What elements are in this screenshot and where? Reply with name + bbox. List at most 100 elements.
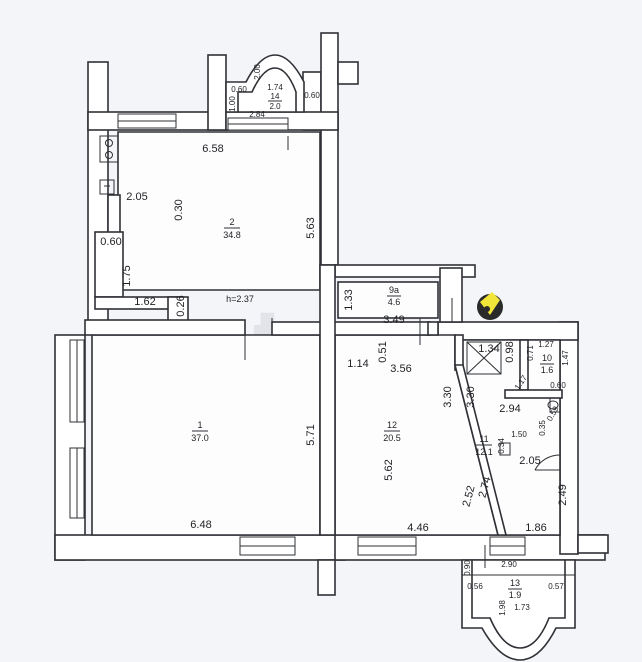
- dim-1-14: 1.14: [347, 358, 368, 370]
- room-labels: 2 34.8 1 37.0 12 20.5 11 12.1 9а 4.6 10 …: [191, 92, 554, 600]
- basin-icon: [499, 442, 511, 456]
- dim-3-49: 3.49: [383, 314, 404, 326]
- dim-0-30: 0.30: [173, 199, 185, 220]
- partition-wc-bottom: [504, 389, 563, 399]
- dim-6-48: 6.48: [190, 519, 211, 531]
- wall-riser-stub: [337, 61, 359, 85]
- dim-2-05-room2: 2.05: [126, 191, 147, 203]
- room-14-number: 14: [271, 92, 280, 101]
- dim-1-34: 1.34: [478, 343, 499, 355]
- room-1-area: 37.0: [191, 433, 209, 443]
- dim-1-86: 1.86: [525, 522, 546, 534]
- balcony-13-outline: [461, 559, 576, 661]
- dim-5-63: 5.63: [305, 217, 317, 238]
- toilet-icon: [547, 397, 561, 413]
- dim-3-30-right: 3.30: [465, 386, 477, 407]
- dim-4-46: 4.46: [407, 522, 428, 534]
- partition-column: [94, 231, 124, 298]
- dim-3-30-left: 3.30: [442, 386, 454, 407]
- location-marker-icon: [477, 292, 503, 320]
- windows: [69, 113, 526, 556]
- dim-1-47: 1.47: [561, 350, 570, 366]
- dim-2-05-room11: 2.05: [519, 455, 540, 467]
- dim-2-84: 2.84: [249, 110, 265, 119]
- room-2-area: 34.8: [223, 230, 241, 240]
- room-2-number: 2: [229, 217, 234, 227]
- room-1-number: 1: [197, 420, 202, 430]
- balcony-14-outline: [225, 54, 305, 113]
- room-13-number: 13: [510, 578, 520, 588]
- room-12-number: 12: [387, 420, 397, 430]
- wall-riser: [320, 32, 339, 266]
- stove-icon: [99, 135, 119, 163]
- room-11-number: 11: [479, 434, 488, 444]
- room-areas: [91, 131, 561, 536]
- partition-stub-1: [107, 194, 121, 236]
- dim-5-71: 5.71: [305, 424, 317, 445]
- dim-2-49: 2.49: [557, 484, 569, 505]
- partition-mid-right: [271, 321, 431, 336]
- dim-2-94: 2.94: [499, 403, 520, 415]
- dim-1-98: 1.98: [498, 600, 507, 616]
- shower-tray-icon: [466, 341, 502, 375]
- partition-mid-left: [84, 319, 246, 336]
- room-2-floor: [117, 131, 321, 291]
- room-14-area: 2.0: [269, 102, 281, 111]
- dim-0-56: 0.56: [467, 582, 483, 591]
- dim-0-51: 0.51: [377, 341, 389, 362]
- fixtures: [244, 136, 561, 568]
- room-9a-floor: [337, 281, 439, 319]
- dim-0-71: 0.71: [526, 345, 535, 361]
- dim-0-90: 0.90: [463, 560, 472, 576]
- dim-1-62: 1.62: [134, 296, 155, 308]
- dim-0-60-balcony-right: 0.60: [304, 91, 320, 100]
- dim-6-58: 6.58: [202, 143, 223, 155]
- dim-0-98: 0.98: [504, 341, 516, 362]
- dim-0-60-balcony-left: 0.60: [231, 85, 247, 94]
- wall-balcony14-left: [207, 54, 227, 131]
- sink-icon: [99, 179, 115, 195]
- dim-1-27: 1.27: [538, 340, 554, 349]
- wall-bottom-stub: [317, 559, 336, 596]
- dim-1-50: 1.50: [511, 430, 527, 439]
- dim-0-60-wc: 0.60: [550, 381, 566, 390]
- balcony-14-inner: [237, 67, 297, 112]
- room-9a-area: 4.6: [388, 297, 401, 307]
- partitions: [84, 194, 563, 536]
- room-13-area: 1.9: [509, 590, 522, 600]
- wall-bottom-left: [54, 534, 346, 561]
- partition-riser-9a: [439, 267, 463, 323]
- dim-5-62: 5.62: [383, 459, 395, 480]
- room-12-area: 20.5: [383, 433, 401, 443]
- dim-2-74: 2.74: [477, 475, 494, 499]
- dim-1-73: 1.73: [514, 603, 530, 612]
- dim-0-34: 0.34: [497, 438, 506, 454]
- dim-2-00: 2.00: [253, 64, 262, 80]
- dim-0-26: 0.26: [175, 295, 187, 316]
- balcony-13-inner: [471, 560, 566, 649]
- wall-right-corner: [577, 534, 609, 554]
- room-9a-number: 9а: [389, 285, 399, 295]
- dim-0-60: 0.60: [100, 236, 121, 248]
- dim-2-90: 2.90: [501, 560, 517, 569]
- dim-2-52: 2.52: [461, 484, 478, 508]
- room-10-number: 10: [542, 353, 552, 363]
- dim-3-56: 3.56: [390, 363, 411, 375]
- partition-door-jamb: [427, 321, 439, 336]
- dim-0-57: 0.57: [548, 582, 564, 591]
- dimension-labels: 6.58 2.05 0.30 5.63 0.60 1.75 1.62 0.26 …: [100, 64, 570, 616]
- dim-1-33: 1.33: [343, 289, 355, 310]
- dim-1-74: 1.74: [267, 83, 283, 92]
- balcony-13: [461, 559, 576, 661]
- height-label: h=2.37: [226, 294, 254, 304]
- balcony-14: [225, 54, 305, 113]
- dim-1-00: 1.00: [228, 96, 237, 112]
- partition-diagonal: [453, 364, 508, 536]
- door-arc-room11: [534, 454, 561, 471]
- dim-0-35: 0.35: [538, 420, 547, 436]
- room-10-area: 1.6: [541, 365, 554, 375]
- room-11-area: 12.1: [475, 447, 493, 457]
- dim-1-75: 1.75: [121, 265, 133, 286]
- partition-vertical-center: [319, 264, 336, 536]
